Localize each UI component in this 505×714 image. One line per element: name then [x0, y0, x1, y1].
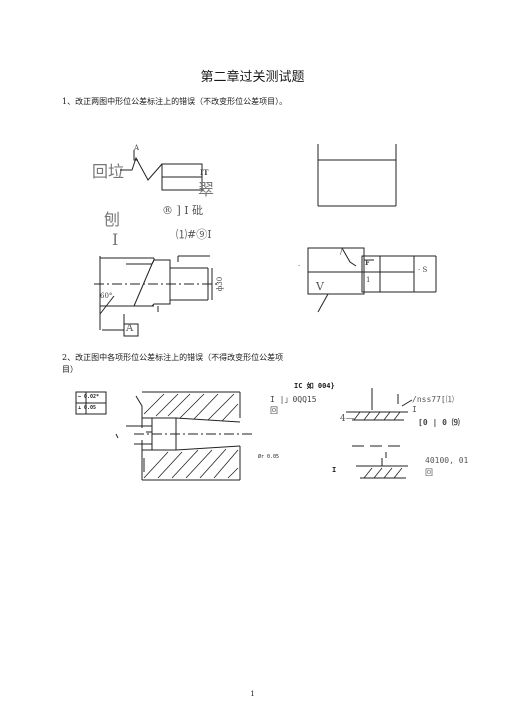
fig3-section-drawing: [115, 391, 252, 481]
fig4-line-3: 回: [270, 406, 278, 415]
page-number: 1: [250, 690, 255, 698]
fig4-label-4: 4—: [340, 414, 355, 424]
fig4-line-2: I |」0QQ15: [270, 395, 317, 404]
fig4-surface-drawing: [346, 388, 413, 479]
fig2-label-1: 1: [366, 276, 371, 284]
question-2-line-2: 目）: [62, 365, 78, 374]
fig1-label-huila: 回垃: [92, 162, 125, 181]
fig2-frame: [307, 247, 437, 313]
fig4-label-i: I: [332, 466, 337, 474]
fig1-leader: [120, 150, 203, 191]
fig3-table-row-2: ⊥ 0.05: [78, 405, 97, 411]
question-1: 1、改正两图中形位公差标注上的错误（不改变形位公差项目）。: [62, 97, 288, 106]
fig3-table-row-1: — 0.02*: [78, 394, 100, 400]
fig2-block: [317, 144, 397, 207]
fig1-label-box: A: [126, 323, 134, 334]
fig1-label-angle: 60°: [100, 292, 113, 300]
fig1-label-row2: ⑴#⑨I: [176, 228, 212, 241]
fig1-label-pao: 刨: [104, 210, 121, 229]
fig2-label-slash: /: [340, 248, 343, 256]
fig1-label-it: IT: [200, 168, 209, 177]
fig3-tolerance-table: [75, 391, 107, 415]
fig2-label-v: V: [316, 280, 324, 293]
fig3-hatching: [143, 393, 239, 479]
fig1-label-cui: 翠: [198, 180, 215, 199]
fig2-label-s: · S: [418, 266, 428, 274]
fig4-bottom-2: 回: [425, 468, 433, 477]
fig4-line-1: IC 如 004}: [294, 382, 335, 390]
page-title: 第二章过关测试题: [200, 70, 305, 85]
fig2-label-dot: ·: [298, 262, 301, 270]
fig1-label-row1: ® ] I 砒: [162, 204, 204, 217]
fig3-label-mid: Ør 0.05: [258, 454, 280, 460]
fig4-right-3: [0 | 0 ⑼: [418, 418, 460, 427]
fig1-label-gong: I: [112, 230, 119, 249]
question-2-line-1: 2、改正图中各项形位公差标注上的错误（不得改变形位公差项: [62, 353, 284, 362]
fig4-right-2: I: [412, 405, 417, 414]
fig4-bottom-1: 40100, 01: [425, 456, 469, 465]
fig4-right-1: /nss77[⑴: [412, 395, 454, 404]
fig1-shaft-drawing: [94, 255, 220, 337]
fig1-label-phi: ф30: [216, 276, 225, 292]
fig1-label-a-small: A: [134, 144, 140, 152]
fig2-label-f: F: [365, 258, 370, 267]
